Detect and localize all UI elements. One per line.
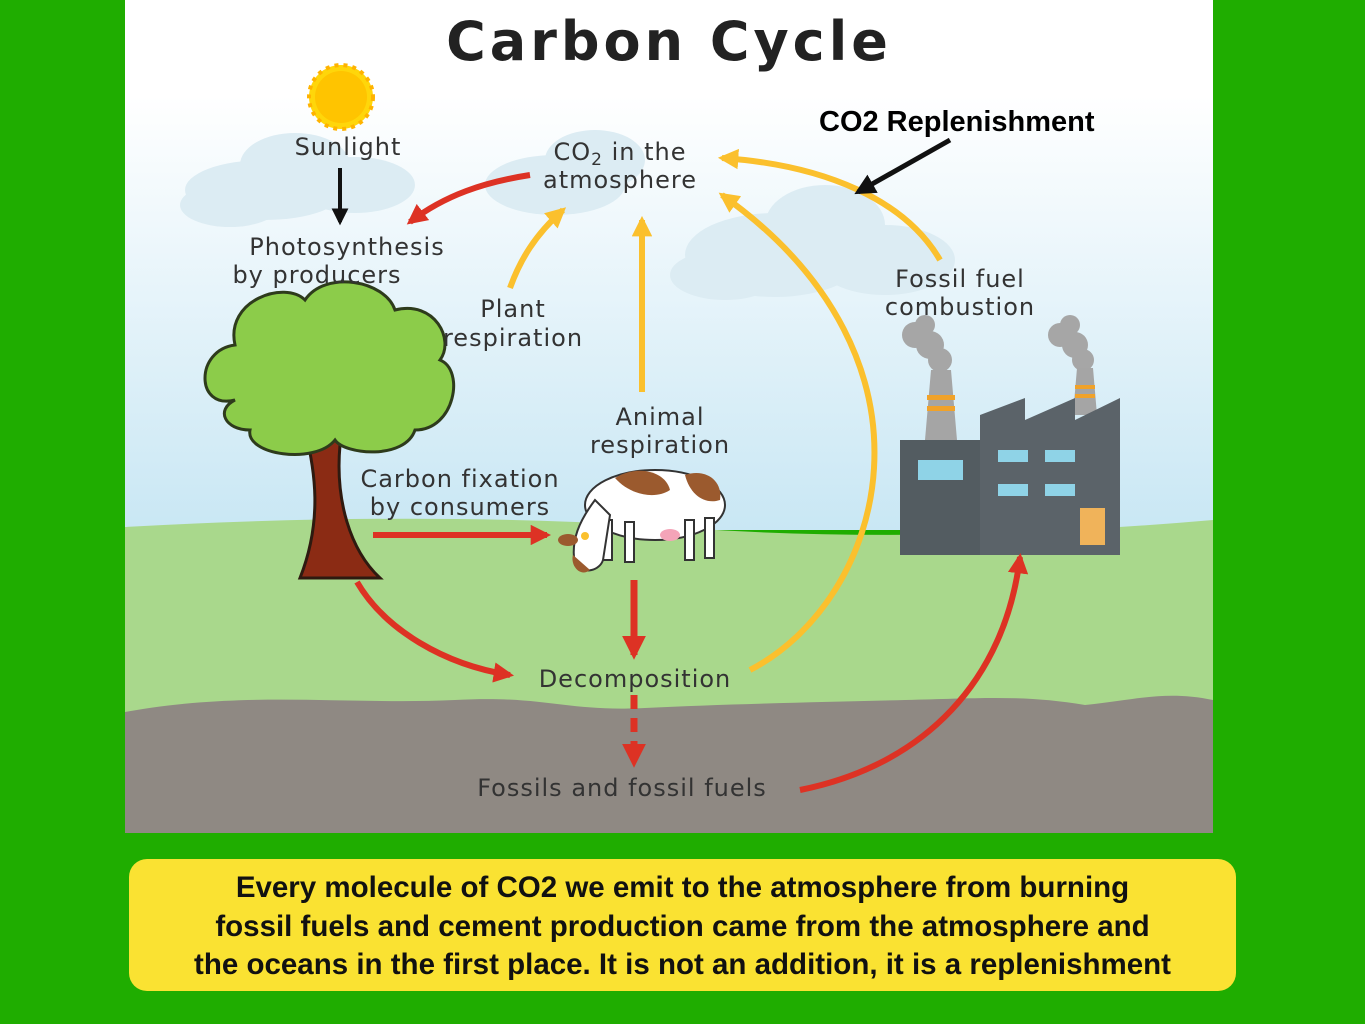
arrow-decomposition-to-co2 [718, 192, 878, 673]
arrow-fossils-to-combustion [799, 552, 1029, 793]
label-carbon-fixation-line2: by consumers [370, 493, 550, 521]
label-plant-respiration: Plant [480, 295, 545, 323]
cloud-center [485, 130, 645, 215]
label-plant-respiration-line2: respiration [443, 324, 583, 352]
cloud-right [670, 185, 955, 300]
arrow-tree-to-decomposition [354, 580, 515, 683]
label-fossil-combustion: Fossil fuel [895, 265, 1025, 293]
carbon-cycle-diagram: Carbon Cycle [125, 0, 1213, 833]
caption-line-1: Every molecule of CO2 we emit to the atm… [235, 871, 1130, 904]
label-photosynthesis: Photosynthesis [249, 233, 444, 261]
annotation-co2-replenishment: CO2 Replenishment [819, 106, 1095, 138]
caption-line-3: the oceans in the first place. It is not… [194, 948, 1171, 981]
label-carbon-fixation: Carbon fixation [360, 465, 559, 493]
caption-box: Every molecule of CO2 we emit to the atm… [129, 859, 1236, 991]
arrow-co2-to-photosynthesis [406, 172, 531, 225]
label-fossils: Fossils and fossil fuels [477, 774, 767, 802]
label-sunlight: Sunlight [295, 133, 402, 161]
label-co2-atmosphere: CO2 in the [553, 138, 686, 170]
label-animal-respiration: Animal [615, 403, 704, 431]
cloud-left [180, 133, 415, 227]
label-decomposition: Decomposition [539, 665, 732, 693]
label-photosynthesis-line2: by producers [232, 261, 401, 289]
arrow-plant-respiration [507, 207, 567, 290]
label-co2-atmosphere-line2: atmosphere [543, 166, 697, 194]
label-fossil-combustion-line2: combustion [885, 293, 1035, 321]
label-animal-respiration-line2: respiration [590, 431, 730, 459]
caption-line-2: fossil fuels and cement production came … [215, 909, 1150, 943]
tree-icon [203, 280, 456, 580]
sun-icon [307, 63, 375, 131]
replenishment-pointer-arrow [854, 137, 952, 195]
cow-icon [558, 469, 726, 573]
page-title: Carbon Cycle [446, 10, 892, 73]
factory-icon [900, 315, 1120, 555]
ground [125, 695, 1213, 833]
